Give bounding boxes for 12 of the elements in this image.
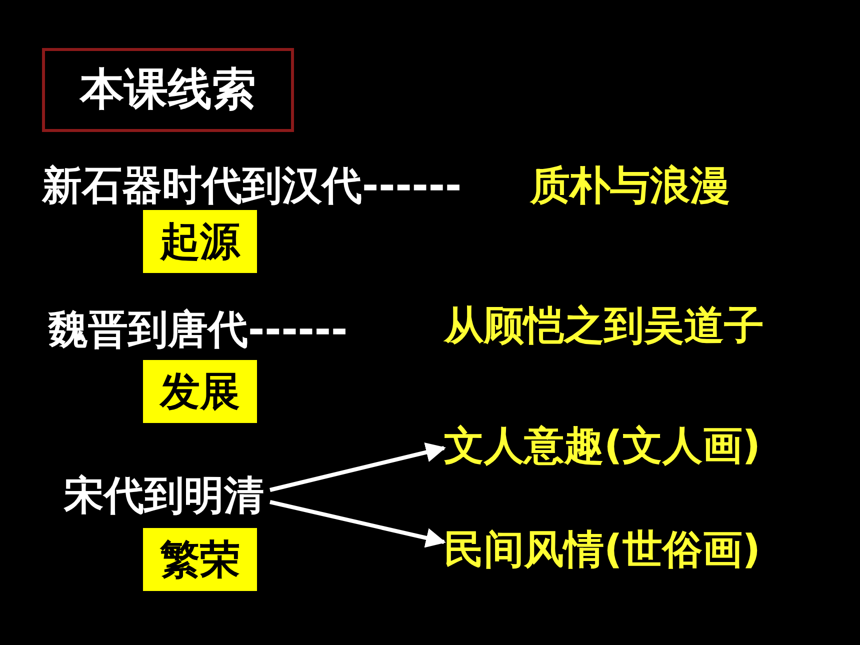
period-text: 魏晋到唐代------ (48, 302, 398, 358)
theme-text: 质朴与浪漫 (530, 158, 780, 214)
arrow (270, 500, 446, 548)
theme-text: 从顾恺之到吴道子 (444, 298, 844, 354)
theme-text: 民间风情(世俗画) (444, 522, 834, 578)
stage-tag: 繁荣 (143, 528, 257, 591)
theme-text: 文人意趣(文人画) (444, 418, 834, 474)
heading: 本课线索 (42, 48, 294, 132)
period-text: 宋代到明清 (64, 468, 270, 524)
stage-tag: 起源 (143, 210, 257, 273)
stage-tag: 发展 (143, 360, 257, 423)
arrow (270, 442, 446, 492)
